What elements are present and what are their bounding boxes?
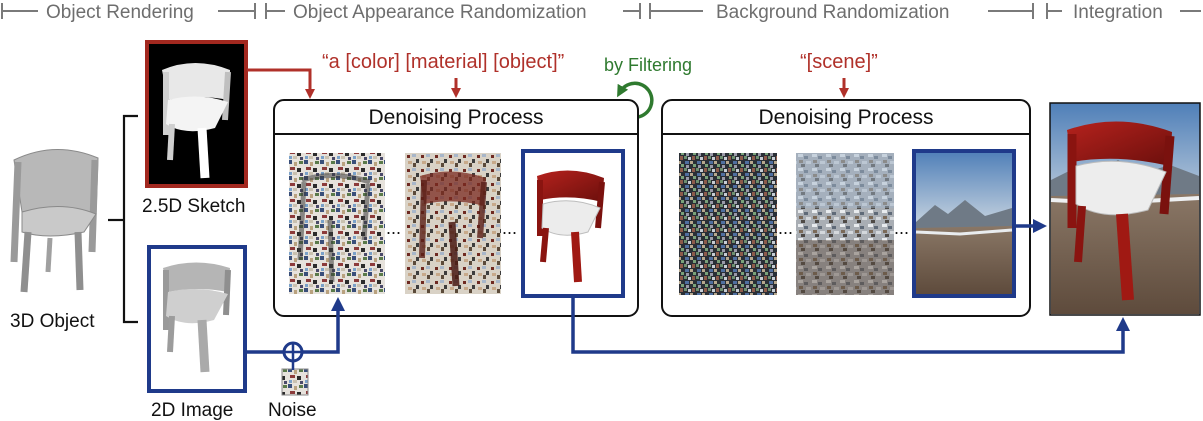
image-condition-arrow <box>246 297 345 354</box>
stage-label-integration: Integration <box>1073 2 1163 23</box>
background-step-final <box>912 149 1016 298</box>
ellipsis-background-2: ... <box>894 218 909 238</box>
object-step-noise-1 <box>289 153 385 294</box>
ellipsis-background-1: ... <box>778 218 793 238</box>
label-2d-image: 2D Image <box>151 400 233 421</box>
label-noise: Noise <box>268 400 317 421</box>
label-filtering: by Filtering <box>604 55 692 75</box>
prompt-scene: “[scene]” <box>800 51 878 73</box>
label-sketch: 2.5D Sketch <box>142 196 246 217</box>
sketch-condition-arrow <box>247 68 315 99</box>
object-step-final <box>521 149 625 298</box>
stage-label-background: Background Randomization <box>716 2 949 23</box>
label-3d-object: 3D Object <box>10 311 95 332</box>
sketch-25d-frame <box>145 40 248 188</box>
object-to-integration-arrow <box>571 296 1130 354</box>
ellipsis-object-1: ... <box>386 218 401 238</box>
background-step-noise-1 <box>679 153 777 295</box>
background-step-noise-2 <box>796 153 894 295</box>
object-3d-chair <box>10 149 99 293</box>
image-2d-frame <box>147 245 247 393</box>
stage-label-object-appearance: Object Appearance Randomization <box>293 2 587 23</box>
stage-label-object-rendering: Object Rendering <box>46 2 194 23</box>
noise-thumbnail <box>281 368 309 396</box>
ellipsis-object-2: ... <box>502 218 517 238</box>
stage-headers <box>1 3 1201 19</box>
render-bracket <box>122 114 138 324</box>
denoising-title-background: Denoising Process <box>758 106 933 129</box>
denoising-title-object: Denoising Process <box>368 106 543 129</box>
filtering-loop-arrow <box>617 81 654 119</box>
integration-result <box>1049 102 1201 316</box>
prompt-appearance: “a [color] [material] [object]” <box>322 51 564 73</box>
object-step-noise-2 <box>405 153 501 294</box>
